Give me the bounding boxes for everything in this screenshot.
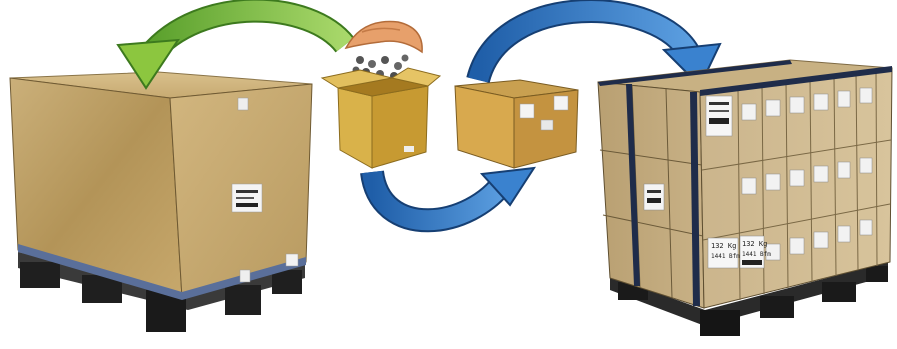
svg-text:132 Kg: 132 Kg [711,242,736,250]
hand-scoop [346,22,422,52]
arrow-blue [372,168,534,220]
svg-text:1441 Bfm: 1441 Bfm [742,251,771,258]
svg-text:1441 Bfm: 1441 Bfm [711,253,740,260]
closed-carton [455,80,578,168]
palletized-cartons: 132 Kg 1441 Bfm 132 Kg 1441 Bfm [598,60,892,336]
small-open-box [322,68,440,168]
svg-text:132 Kg: 132 Kg [742,240,767,248]
arrow-green [118,11,345,88]
bulk-pallet-box [10,72,312,332]
weight-label-a: 132 Kg 1441 Bfm [708,238,740,268]
